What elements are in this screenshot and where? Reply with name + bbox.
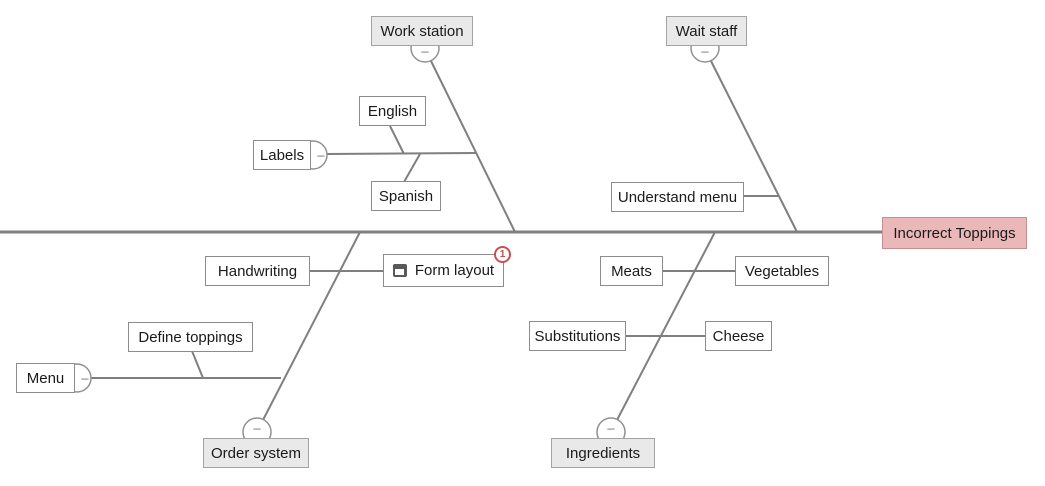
cause-label: Vegetables (744, 262, 820, 280)
minus-icon[interactable]: – (81, 370, 89, 386)
bone-work-station (430, 60, 516, 233)
bone-ingredients (616, 231, 716, 421)
cause-node-understand-menu[interactable]: Understand menu (611, 182, 744, 212)
category-node-ingredients[interactable]: Ingredients (551, 438, 655, 468)
cause-node-define-toppings[interactable]: Define toppings (128, 322, 253, 352)
category-label: Work station (380, 22, 464, 40)
cause-node-meats[interactable]: Meats (600, 256, 663, 286)
category-label: Wait staff (675, 22, 738, 40)
problem-node[interactable]: Incorrect Toppings (882, 217, 1027, 249)
category-node-order-system[interactable]: Order system (203, 438, 309, 468)
cause-label: Cheese (712, 327, 765, 345)
bone-order-system (262, 231, 361, 421)
cause-label: Define toppings (138, 328, 243, 346)
cause-label: Understand menu (617, 188, 738, 206)
minus-icon[interactable]: – (701, 43, 709, 59)
cause-label: Spanish (378, 187, 434, 205)
cause-node-english[interactable]: English (359, 96, 426, 126)
form-icon (392, 264, 407, 277)
category-label: Ingredients (565, 444, 641, 462)
cause-label: Substitutions (534, 327, 621, 345)
problem-label: Incorrect Toppings (893, 224, 1016, 242)
cause-node-menu[interactable]: Menu (16, 363, 75, 393)
bone-wait-staff (710, 60, 798, 233)
cause-node-handwriting[interactable]: Handwriting (205, 256, 310, 286)
cause-label: English (367, 102, 418, 120)
minus-icon[interactable]: – (607, 420, 615, 436)
category-node-wait-staff[interactable]: Wait staff (666, 16, 747, 46)
cause-node-cheese[interactable]: Cheese (705, 321, 772, 351)
category-label: Order system (210, 444, 301, 462)
cause-label: Handwriting (217, 262, 298, 280)
cause-node-vegetables[interactable]: Vegetables (735, 256, 829, 286)
cause-node-substitutions[interactable]: Substitutions (529, 321, 626, 351)
subbone-labels (326, 152, 477, 155)
minus-icon[interactable]: – (253, 420, 261, 436)
minus-icon[interactable]: – (421, 43, 429, 59)
minus-icon[interactable]: – (317, 147, 325, 163)
cause-node-labels[interactable]: Labels (253, 140, 311, 170)
note-count-badge[interactable]: 1 (494, 246, 511, 263)
cause-label: Meats (611, 262, 652, 280)
connector-spanish (403, 153, 421, 183)
cause-node-spanish[interactable]: Spanish (371, 181, 441, 211)
cause-label: Form layout (414, 262, 495, 279)
connector-english (389, 125, 405, 155)
category-node-work-station[interactable]: Work station (371, 16, 473, 46)
cause-label: Labels (259, 146, 305, 164)
cause-label: Menu (26, 369, 65, 387)
form-icon-inner (395, 269, 405, 275)
connector-define-toppings (191, 350, 204, 379)
cause-node-form-layout[interactable]: Form layout 1 (383, 246, 511, 287)
